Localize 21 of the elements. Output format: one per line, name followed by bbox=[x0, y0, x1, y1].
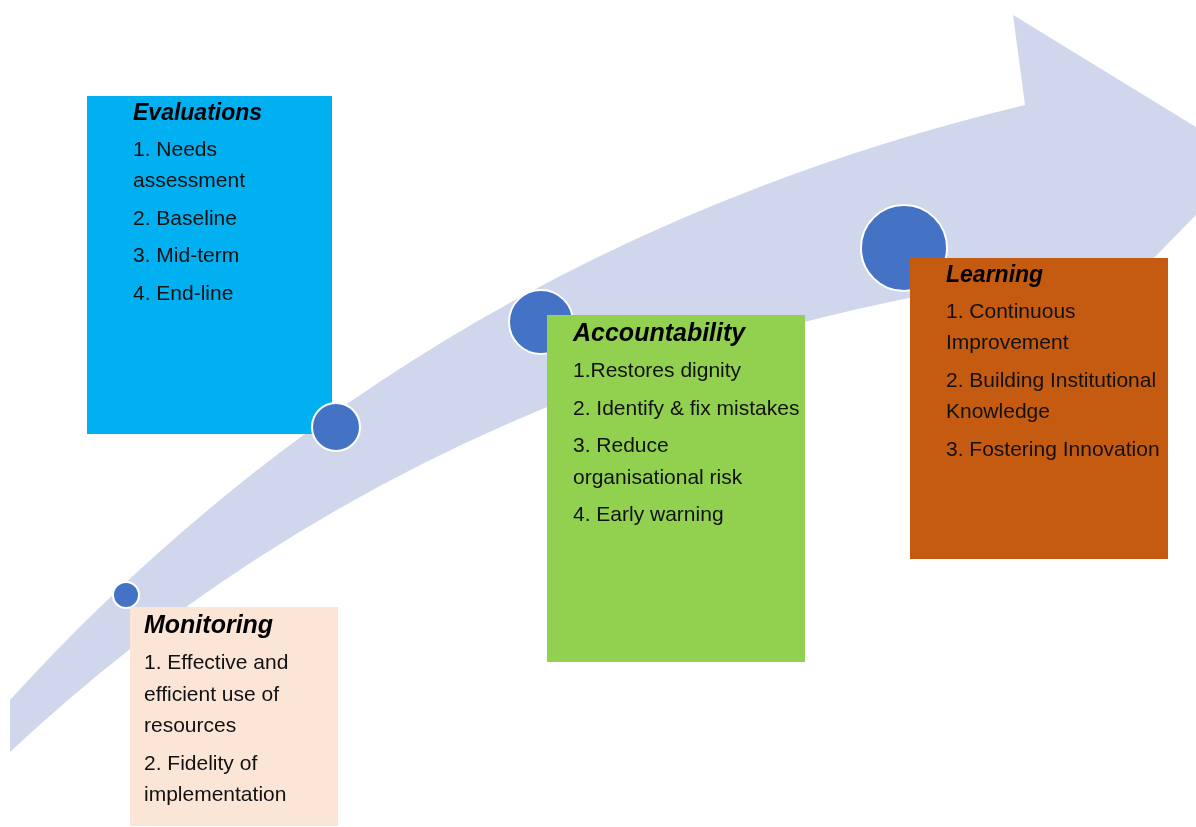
box-heading: Monitoring bbox=[143, 609, 275, 640]
box-heading: Learning bbox=[945, 260, 1045, 289]
category-box bbox=[130, 607, 338, 826]
list-item: 1. Effective and efficient use of resources bbox=[143, 649, 290, 739]
list-item: 3. Reduce organisational risk bbox=[572, 432, 744, 490]
list-item: 2. Building Institutional Knowledge bbox=[945, 366, 1158, 425]
list-item: 2. Baseline bbox=[132, 204, 238, 231]
list-item: 2. Fidelity of implementation bbox=[143, 749, 288, 808]
list-item: 2. Identify & fix mistakes bbox=[572, 394, 801, 421]
list-item: 1. Needs assessment bbox=[132, 135, 247, 194]
list-item: 1. Continuous Improvement bbox=[945, 297, 1077, 356]
box-heading: Evaluations bbox=[132, 98, 264, 127]
list-item: 3. Mid-term bbox=[132, 242, 241, 269]
list-item: 4. End-line bbox=[132, 279, 235, 306]
category-box bbox=[547, 315, 805, 662]
category-box bbox=[910, 258, 1168, 559]
list-item: 3. Fostering Innovation bbox=[945, 435, 1161, 462]
list-item: 1.Restores dignity bbox=[572, 357, 743, 384]
box-heading: Accountability bbox=[571, 317, 747, 348]
list-item: 4. Early warning bbox=[572, 501, 725, 528]
category-box bbox=[87, 96, 332, 434]
